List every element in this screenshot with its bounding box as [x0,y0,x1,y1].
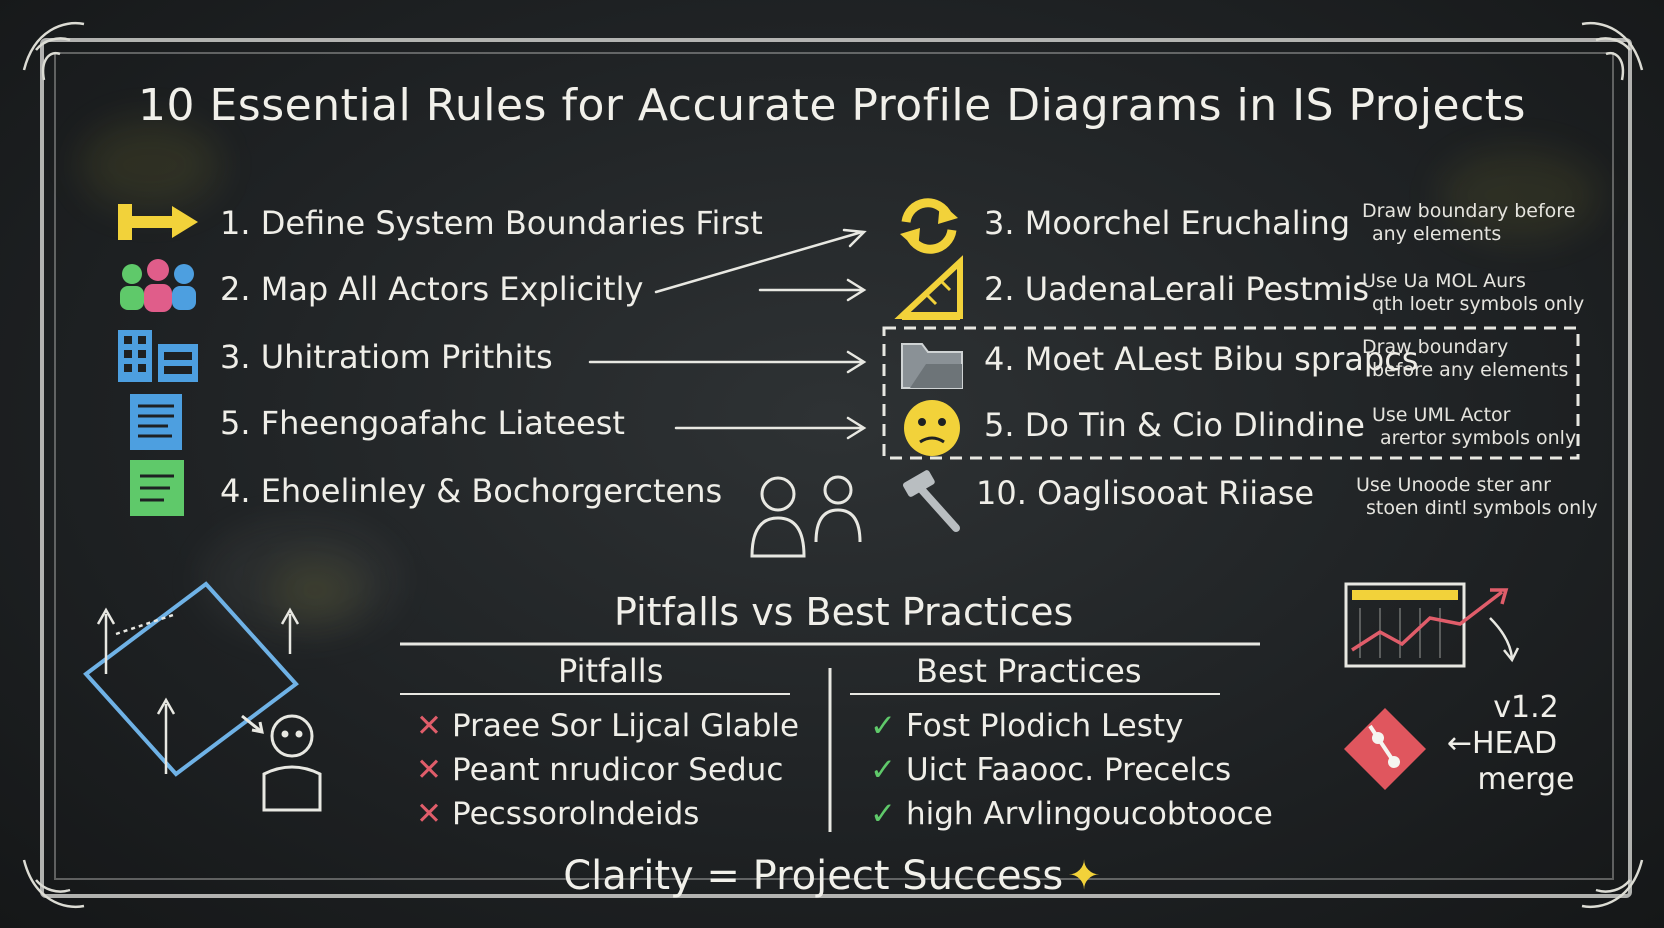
note-icon [130,460,184,516]
note-line: Draw boundary [1362,336,1509,358]
note-line: Draw boundary before [1362,200,1576,222]
pitfall-text: Peant nrudicor Seduc [451,752,784,788]
chalk-frame-inner [54,52,1614,880]
note-line: Use Ua MOL Aurs [1362,270,1526,292]
refresh-arrows-icon [900,198,958,254]
git-logo-icon [1343,707,1427,791]
cross-icon: ✕ [416,708,442,744]
rule-item: 5. Do Tin & Cio Dlindine [984,406,1365,444]
arrow-left-icon: ← [1446,726,1472,761]
corner-flourish-icon [1581,859,1644,909]
rule-note: Use UML Actor arertor symbols only [1372,404,1576,450]
boundary-arrow-icon [118,204,198,240]
rule-item: 3. Moorchel Eruchaling [984,204,1351,242]
chalk-smudge [80,120,220,210]
head-label: ←HEAD [1432,726,1572,762]
building-icon [118,330,198,382]
actors-sketch-icon [750,475,862,558]
note-line: any elements [1372,223,1502,245]
rule-note: Use Ua MOL Aurs qth loetr symbols only [1362,270,1584,316]
best-practice-text: high Arvlingoucobtooce [905,796,1273,832]
version-label: v1.2 [1493,690,1559,725]
boundary-diagram-sketch [83,581,300,777]
section-title: Pitfalls vs Best Practices [614,590,1074,634]
note-line: Use UML Actor [1372,404,1511,426]
rule-item: 3. Uhitratiom Prithits [220,338,553,376]
best-practice-text: Uict Faaooc. Precelcs [905,752,1232,788]
footer-slogan: Clarity = Project Success✦ [0,853,1664,899]
pitfall-item: ✕Pecssorolndeids [416,796,699,832]
head-text: HEAD [1472,726,1558,761]
corner-flourish-icon [22,21,85,81]
note-line: qth loetr symbols only [1372,293,1585,315]
cross-icon: ✕ [416,752,442,788]
merge-label: merge [1477,762,1575,797]
folder-icon [901,343,963,389]
actors-group-icon [120,259,196,312]
rule-item: 2. Map All Actors Explicitly [220,270,644,308]
chalk-smudge [200,520,400,640]
check-icon: ✓ [870,796,896,832]
check-icon: ✓ [870,752,896,788]
note-line: Use Unoode ster anr [1356,474,1551,496]
corner-flourish-icon [22,859,85,909]
rule-note: Draw boundary before any elements [1362,200,1575,246]
rule-note: Use Unoode ster anr stoen dintl symbols … [1356,474,1598,520]
note-line: before any elements [1372,359,1569,381]
chalk-smudge [1440,150,1600,240]
rule-item: 2. UadenaLerali Pestmis [984,270,1370,308]
sparkle-icon: ✦ [1067,853,1101,899]
rule-item: 10. Oaglisooat Riiase [976,474,1315,512]
note-line: arertor symbols only [1380,427,1577,449]
worried-face-icon [904,400,960,456]
ruler-icon [894,255,963,320]
document-icon [130,394,182,450]
hammer-icon [902,470,960,532]
best-practice-item: ✓Fost Plodich Lesty [870,708,1183,744]
corner-flourish-icon [1581,21,1644,81]
page-title: 10 Essential Rules for Accurate Profile … [138,80,1526,131]
pitfall-text: Pecssorolndeids [451,796,700,832]
cross-icon: ✕ [416,796,442,832]
footer-text: Clarity = Project Success [563,853,1064,899]
check-icon: ✓ [870,708,896,744]
pitfall-item: ✕Peant nrudicor Seduc [416,752,783,788]
best-practices-heading: Best Practices [916,652,1142,690]
chalk-smudge [270,560,360,620]
pitfall-text: Praee Sor Lijcal Glable [451,708,800,744]
person-sketch-icon [241,714,322,812]
rule-item: 4. Ehoelinley & Bochorgerctens [220,472,723,510]
rule-item: 4. Moet ALest Bibu sprapcs [984,340,1419,378]
rule-note: Draw boundary before any elements [1362,336,1568,382]
trend-chart-icon [1344,582,1520,668]
best-practice-item: ✓Uict Faaooc. Precelcs [870,752,1231,788]
rule-item: 1. Define System Boundaries First [220,204,763,242]
best-practice-item: ✓high Arvlingoucobtooce [870,796,1273,832]
pitfall-item: ✕Praee Sor Lijcal Glable [416,708,799,744]
chalk-frame [40,38,1632,898]
best-practice-text: Fost Plodich Lesty [905,708,1184,744]
pitfalls-heading: Pitfalls [558,652,664,690]
rule-item: 5. Fheengoafahc Liateest [220,404,625,442]
note-line: stoen dintl symbols only [1366,497,1598,519]
